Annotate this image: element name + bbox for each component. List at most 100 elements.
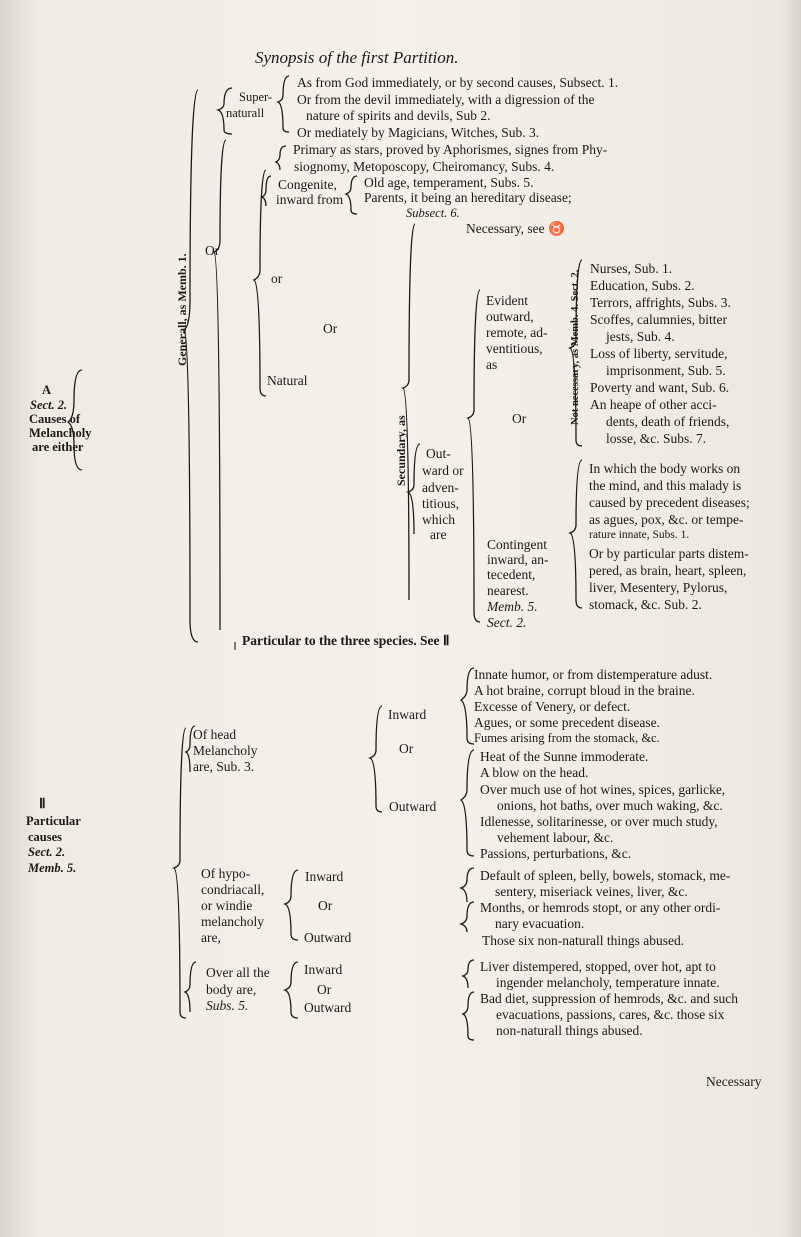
super-label: Super- [239, 90, 273, 104]
pered-line: pered, as brain, heart, spleen, [589, 563, 747, 578]
hypo-inward-label: Inward [305, 869, 344, 884]
scoffs-item: Scoffes, calumnies, bitter [590, 312, 727, 327]
super-line-1: As from God immediately, or by second ca… [297, 75, 619, 90]
lower-label-ii: Ⅱ [39, 796, 46, 811]
catchword: Necessary [706, 1074, 762, 1089]
fumes-line: Fumes arising from the stomack, &c. [474, 731, 660, 745]
caused-line: caused by precedent diseases; [589, 495, 750, 510]
sentery-line: sentery, miseriack veines, liver, &c. [495, 884, 688, 899]
losse-item: losse, &c. Subs. 7. [606, 431, 707, 446]
adven-label: adven- [422, 480, 459, 495]
melancholy-head-label: Melancholy [193, 743, 258, 758]
heat-line: Heat of the Sunne immoderate. [480, 749, 649, 764]
are-sub3-label: are, Sub. 3. [193, 759, 255, 774]
tecedent-label: tecedent, [487, 567, 536, 582]
inward-ante-label: inward, an- [487, 552, 549, 567]
evacuations-line: evacuations, passions, cares, &c. those … [496, 1007, 725, 1022]
head-inward-label: Inward [388, 707, 427, 722]
primary-line-2: siognomy, Metoposcopy, Cheiromancy, Subs… [294, 159, 555, 174]
default-line: Default of spleen, belly, bowels, stomac… [480, 868, 731, 883]
windie-label: or windie [201, 898, 253, 913]
dents-item: dents, death of friends, [606, 414, 730, 429]
lower-label-memb: Memb. 5. [28, 861, 77, 875]
old-age-line: Old age, temperament, Subs. 5. [364, 175, 534, 190]
hypo-outward-label: Outward [304, 930, 352, 945]
congenite-label: Congenite, [278, 177, 337, 192]
body-or-label: Or [317, 982, 332, 997]
body-outward-label: Outward [304, 1000, 352, 1015]
memb5-label: Memb. 5. [487, 599, 538, 614]
or-main: Or [205, 243, 220, 258]
in-which-line: In which the body works on [589, 461, 741, 476]
bad-diet-line: Bad diet, suppression of hemrods, &c. an… [480, 991, 738, 1006]
head-or-label: Or [399, 741, 414, 756]
agues-lower-line: Agues, or some precedent disease. [474, 715, 660, 730]
page-title: Synopsis of the first Partition. [255, 48, 459, 67]
ward-or-label: ward or [422, 463, 464, 478]
imprison-item: imprisonment, Sub. 5. [606, 363, 726, 378]
sect2-label: Sect. 2. [487, 615, 527, 630]
excesse-line: Excesse of Venery, or defect. [474, 699, 631, 714]
body-inward-label: Inward [304, 962, 343, 977]
lower-label-particular: Particular [26, 814, 81, 828]
passions-line: Passions, perturbations, &c. [480, 846, 632, 861]
vehement-line: vehement labour, &c. [497, 830, 614, 845]
hot-braine-line: A hot braine, corrupt bloud in the brain… [474, 683, 695, 698]
nurses-item: Nurses, Sub. 1. [590, 261, 673, 276]
melancholy-hypo-label: melancholy [201, 914, 264, 929]
ventitious-label: ventitious, [486, 341, 543, 356]
those-six-line: Those six non-naturall things abused. [482, 933, 685, 948]
agues-line: as agues, pox, &c. or tempe- [589, 512, 744, 527]
or-by-line: Or by particular parts distem- [589, 546, 749, 561]
head-outward-label: Outward [389, 799, 437, 814]
which-label: which [422, 512, 455, 527]
onions-line: onions, hot baths, over much waking, &c. [497, 798, 723, 813]
idlenesse-line: Idlenesse, solitarinesse, or over much s… [480, 814, 718, 829]
left-label-a: A [42, 383, 52, 397]
left-label-melancholy: Melancholy [29, 426, 92, 440]
necessary-line: Necessary, see ♉ [466, 221, 565, 236]
as-label: as [486, 357, 498, 372]
loss-item: Loss of liberty, servitude, [590, 346, 728, 361]
are-hypo-label: are, [201, 930, 221, 945]
nary-line: nary evacuation. [495, 916, 585, 931]
education-item: Education, Subs. 2. [590, 278, 695, 293]
inward-from-label: inward from [276, 192, 344, 207]
particular-line: Particular to the three species. See Ⅱ [242, 633, 450, 648]
heape-item: An heape of other acci- [590, 397, 717, 412]
terrors-item: Terrors, affrights, Subs. 3. [590, 295, 731, 310]
left-label-sect: Sect. 2. [30, 398, 68, 412]
jests-item: jests, Sub. 4. [606, 329, 675, 344]
months-line: Months, or hemrods stopt, or any other o… [480, 900, 721, 915]
blow-line: A blow on the head. [480, 765, 589, 780]
super-line-2: Or from the devil immediately, with a di… [297, 92, 595, 107]
rature-line: rature innate, Subs. 1. [589, 529, 690, 541]
over-much-line: Over much use of hot wines, spices, garl… [480, 782, 726, 797]
nearest-label: nearest. [487, 583, 529, 598]
remote-label: remote, ad- [486, 325, 548, 340]
super-line-4: Or mediately by Magicians, Witches, Sub.… [297, 125, 540, 140]
lower-label-sect: Sect. 2. [28, 845, 66, 859]
non-naturall-line: non-naturall things abused. [496, 1023, 643, 1038]
or-fourth: Or [512, 411, 527, 426]
out-label: Out- [426, 446, 451, 461]
are-label: are [430, 527, 447, 542]
the-mind-line: the mind, and this malady is [589, 478, 742, 493]
outward-label: outward, [486, 309, 534, 324]
over-all-label: Over all the [206, 965, 270, 980]
primary-line-1: Primary as stars, proved by Aphorismes, … [293, 142, 608, 157]
parents-line: Parents, it being an hereditary disease; [364, 190, 572, 205]
stomack-line: stomack, &c. Sub. 2. [589, 597, 702, 612]
titious-label: titious, [422, 496, 460, 511]
liver-lower-line: Liver distempered, stopped, over hot, ap… [480, 959, 716, 974]
subsect6-line: Subsect. 6. [406, 206, 460, 220]
poverty-item: Poverty and want, Sub. 6. [590, 380, 730, 395]
super-line-3: nature of spirits and devils, Sub 2. [306, 108, 491, 123]
liver-line: liver, Mesentery, Pylorus, [589, 580, 728, 595]
naturall-label: naturall [226, 106, 265, 120]
or-third: Or [323, 321, 338, 336]
or-second: or [271, 271, 283, 286]
natural-label: Natural [267, 373, 308, 388]
